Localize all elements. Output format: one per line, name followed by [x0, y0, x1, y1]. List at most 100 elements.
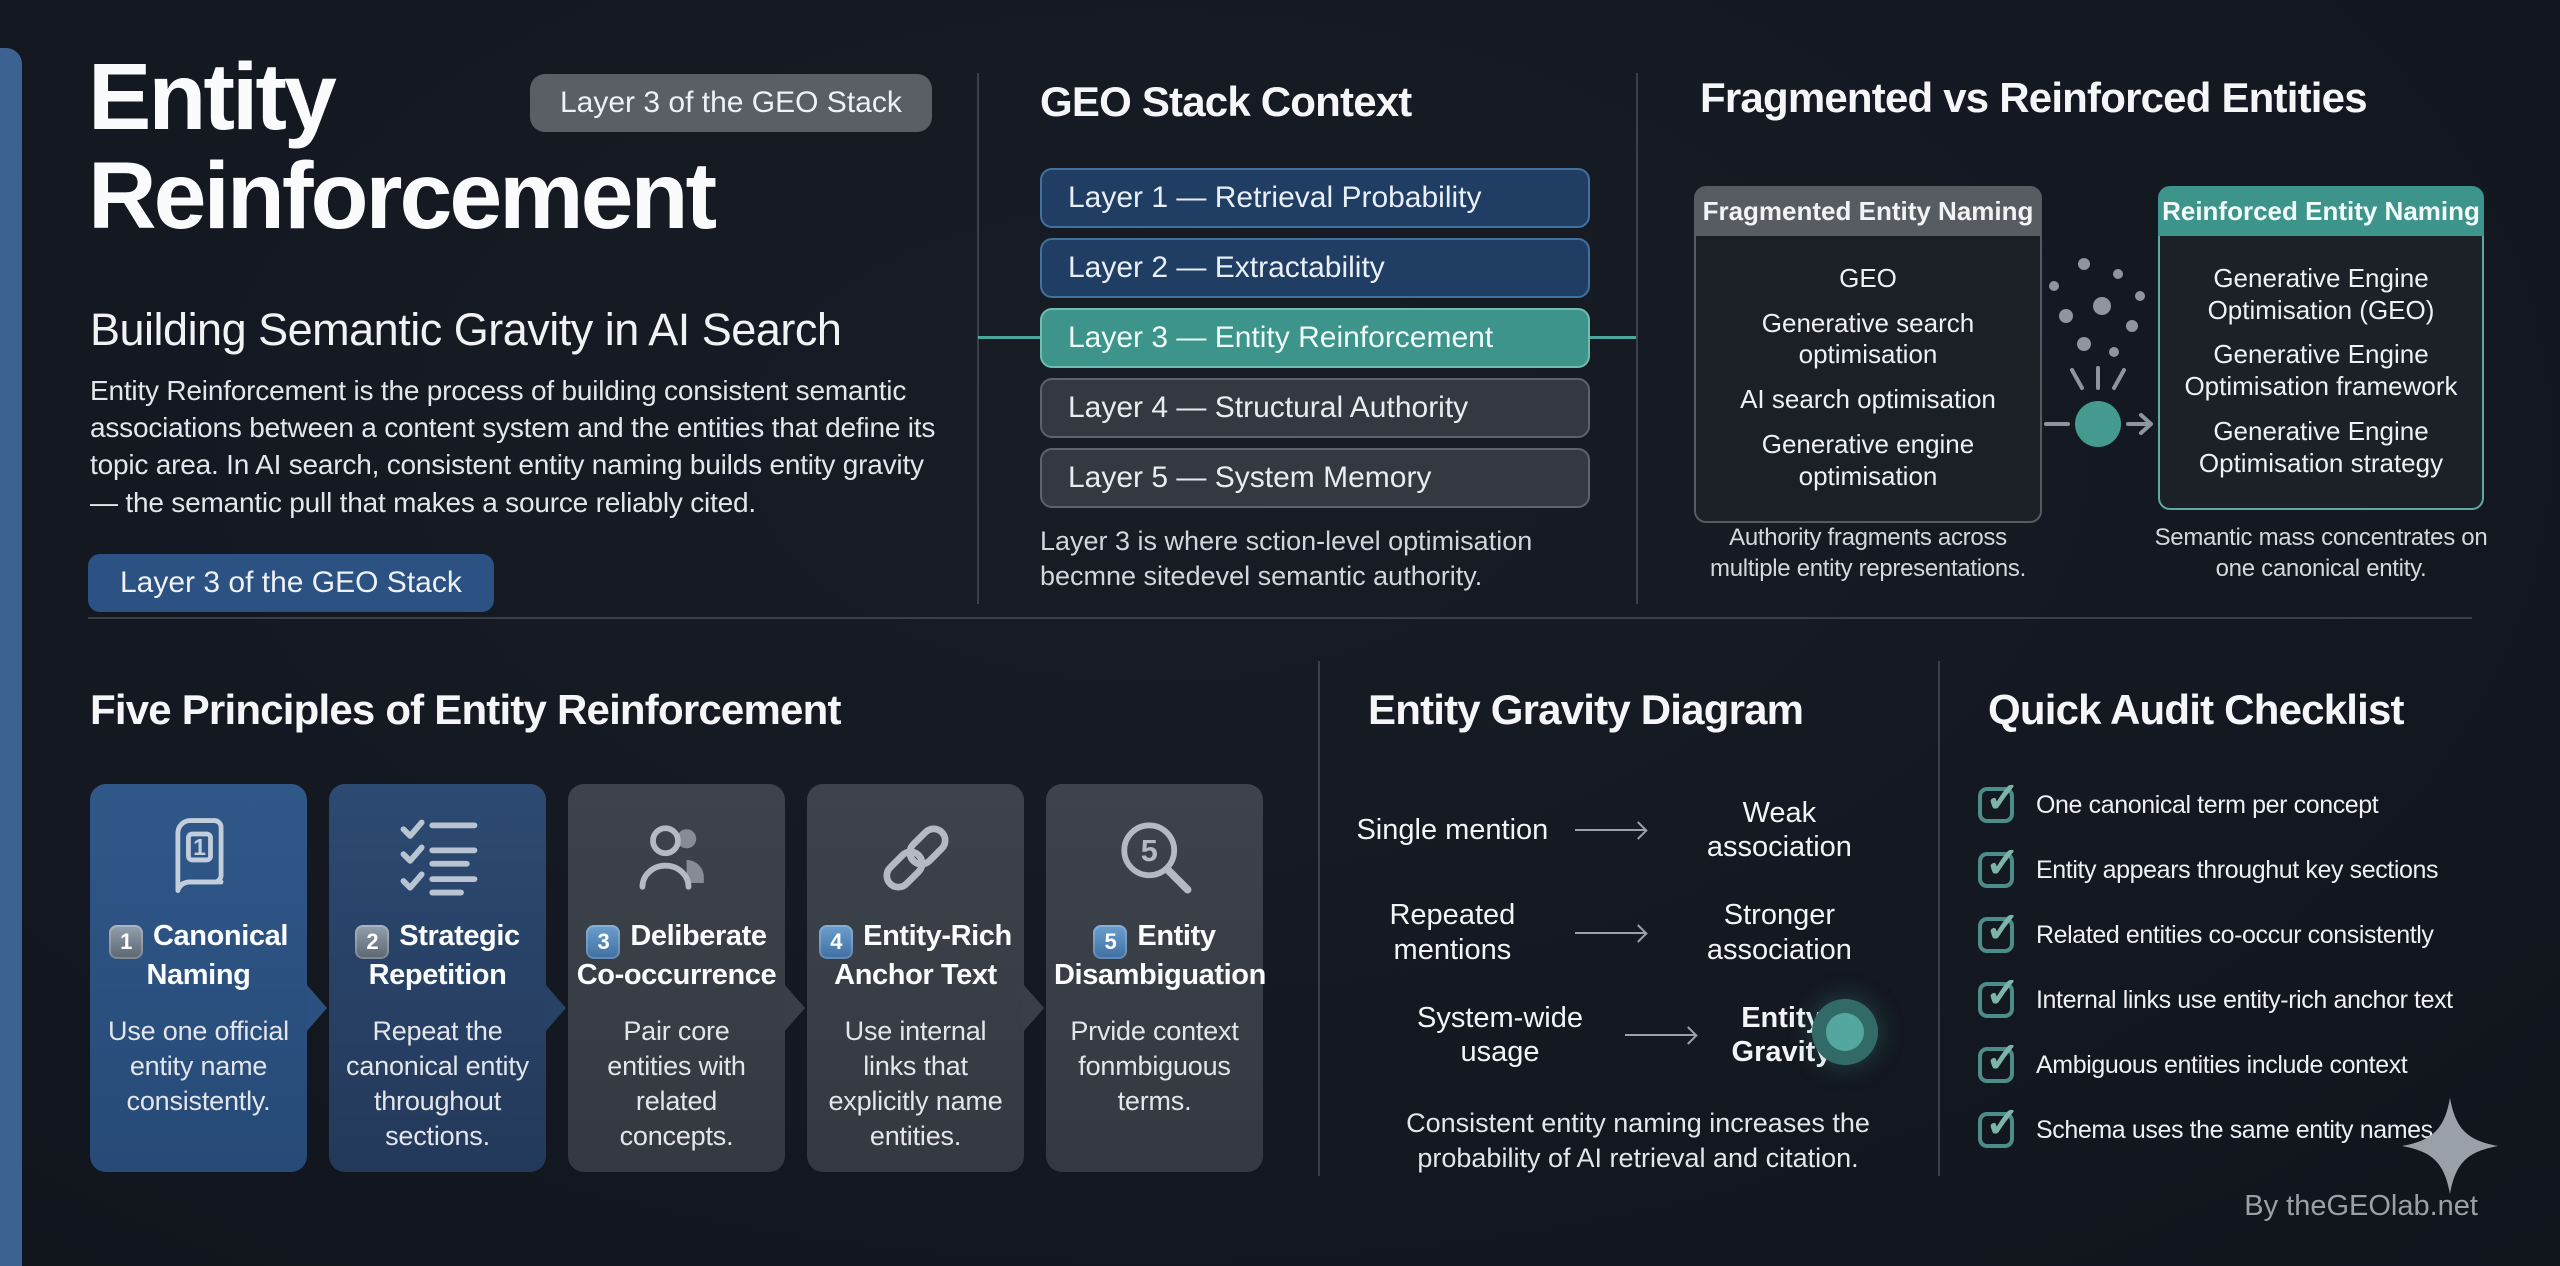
entity-gravity-circle-core [1826, 1013, 1864, 1051]
stack-layer-1-label: Layer 1 — Retrieval Probability [1068, 181, 1482, 214]
fragmented-item: Generative search optimisation [1761, 307, 1975, 370]
reinforced-item: Generative Engine Optimisation strategy [2198, 415, 2444, 478]
stack-layer-2: Layer 2 — Extractability [1040, 238, 1590, 298]
reinforced-item: Generative Engine Optimisation (GEO) [2207, 263, 2435, 325]
card-arrow-notch [545, 984, 566, 1032]
gravity-heading: Entity Gravity Diagram [1368, 686, 1804, 733]
credit-text: By theGEOlab.net [2244, 1190, 2478, 1222]
entities-heading: Fragmented vs Reinforced Entities [1700, 74, 2368, 121]
checklist-item-2: ✓ Entity appears throughut key sections [1978, 839, 2453, 889]
checklist: ✓ One canonical term per concept ✓ Entit… [1978, 774, 2453, 1176]
gravity-rows: Single mention Weak association Repeated… [1352, 796, 1892, 1103]
gravity-caption: Consistent entity naming increases the p… [1406, 1108, 1870, 1174]
checkbox-checked-icon: ✓ [1978, 1099, 2020, 1148]
principle-card-4-desc: Use internal links that explicitly name … [828, 1016, 1003, 1152]
svg-text:5: 5 [1140, 833, 1157, 868]
page-subtitle: Building Semantic Gravity in AI Search [90, 304, 842, 355]
checklist-item-5-label: Ambiguous entities include context [2036, 1050, 2408, 1079]
fragmented-panel-body: GEO Generative search optimisation AI se… [1694, 236, 2042, 524]
checklist-item-5: ✓ Ambiguous entities include context [1978, 1034, 2453, 1084]
number-chip-4: 4 [819, 924, 854, 959]
reinforced-panel-body: Generative Engine Optimisation (GEO) Gen… [2158, 236, 2484, 511]
checkbox-checked-icon: ✓ [1978, 904, 2020, 953]
stack-layer-5: Layer 5 — System Memory [1040, 448, 1590, 508]
number-chip-5: 5 [1093, 924, 1128, 959]
checklist-heading: Quick Audit Checklist [1988, 686, 2405, 733]
title-line-1: Entity [88, 44, 337, 150]
reinforced-caption: Semantic mass concentrates on one canoni… [2154, 524, 2488, 583]
svg-text:1: 1 [193, 834, 206, 860]
gravity-row-1-left: Single mention [1356, 814, 1549, 847]
reinforced-item: Generative Engine Optimisation framework [2184, 339, 2458, 402]
vertical-divider-bottom-2 [1938, 661, 1940, 1176]
principle-card-5-desc: Prvide context fonmbiguous terms. [1070, 1016, 1239, 1117]
gravity-row-2-left: Repeated mentions [1389, 899, 1516, 966]
page-title: Entity Reinforcement [88, 44, 717, 249]
fragmented-panel-header: Fragmented Entity Naming [1694, 186, 2042, 236]
vertical-divider-top-2 [1636, 73, 1638, 604]
gravity-row-2-right: Stronger association [1706, 899, 1852, 966]
geo-stack-list: Layer 1 — Retrieval Probability Layer 2 … [1040, 168, 1590, 518]
book-icon: 1 [90, 810, 307, 906]
card-arrow-notch [1023, 984, 1044, 1032]
stack-layer-1: Layer 1 — Retrieval Probability [1040, 168, 1590, 228]
principle-card-3-desc: Pair core entities with related concepts… [607, 1016, 746, 1152]
principle-card-1-desc: Use one official entity name consistentl… [108, 1016, 289, 1117]
stack-layer-4-label: Layer 4 — Structural Authority [1068, 391, 1469, 424]
checklist-item-3: ✓ Related entities co-occur consistently [1978, 904, 2453, 954]
gravity-row-2: Repeated mentions Stronger association [1352, 898, 1892, 966]
fragmented-item: AI search optimisation [1740, 384, 1996, 415]
gravity-row-1: Single mention Weak association [1352, 796, 1892, 864]
connector-line-right [1590, 336, 1636, 339]
reinforced-panel-header: Reinforced Entity Naming [2158, 186, 2484, 236]
layer-badge-top: Layer 3 of the GEO Stack [530, 74, 932, 132]
chain-link-icon [807, 810, 1024, 906]
card-arrow-notch [784, 984, 805, 1032]
vertical-divider-bottom-1 [1318, 661, 1320, 1176]
checklist-item-1: ✓ One canonical term per concept [1978, 774, 2453, 824]
principle-card-2-desc: Repeat the canonical entity throughout s… [346, 1016, 529, 1152]
number-chip-2: 2 [355, 924, 390, 959]
title-line-2: Reinforcement [88, 142, 717, 249]
geo-stack-note: Layer 3 is where sction-level optimisati… [1040, 526, 1533, 592]
entity-gravity-circle [1812, 999, 1878, 1065]
gravity-row-3-left: System-wide usage [1417, 1001, 1583, 1069]
gravity-row-1-right: Weak association [1706, 797, 1852, 864]
layer-badge-bottom: Layer 3 of the GEO Stack [88, 554, 494, 612]
checkbox-checked-icon: ✓ [1978, 774, 2020, 823]
sparkle-icon [2401, 1097, 2499, 1195]
connector-line-left [978, 336, 1040, 339]
checkbox-checked-icon: ✓ [1978, 1034, 2020, 1083]
magnifier-5-icon: 5 [1046, 810, 1263, 906]
number-chip-1: 1 [109, 924, 143, 959]
left-accent-bar [0, 48, 22, 1266]
stack-layer-3-highlighted: Layer 3 — Entity Reinforcement [1040, 308, 1590, 368]
fragmented-caption: Authority fragments across multiple enti… [1710, 524, 2026, 583]
people-icon [568, 810, 785, 906]
arrow-right-icon [1574, 829, 1645, 832]
fragmented-panel: Fragmented Entity Naming GEO Generative … [1694, 186, 2042, 524]
principles-heading: Five Principles of Entity Reinforcement [90, 686, 841, 733]
checkbox-checked-icon: ✓ [1978, 839, 2020, 888]
checklist-item-6: ✓ Schema uses the same entity names [1978, 1099, 2453, 1149]
checklist-item-2-label: Entity appears throughut key sections [2036, 855, 2439, 884]
intro-paragraph: Entity Reinforcement is the process of b… [90, 375, 936, 518]
checklist-item-4-label: Internal links use entity-rich anchor te… [2036, 985, 2453, 1014]
checklist-item-6-label: Schema uses the same entity names [2036, 1115, 2433, 1144]
arrow-right-icon [1574, 931, 1645, 934]
gravity-row-3-right: Entity Gravity [1731, 1001, 1832, 1069]
checklist-icon [329, 810, 546, 906]
horizontal-divider [88, 617, 2472, 619]
checklist-item-3-label: Related entities co-occur consistently [2036, 920, 2434, 949]
arrow-right-icon [1624, 1034, 1695, 1037]
